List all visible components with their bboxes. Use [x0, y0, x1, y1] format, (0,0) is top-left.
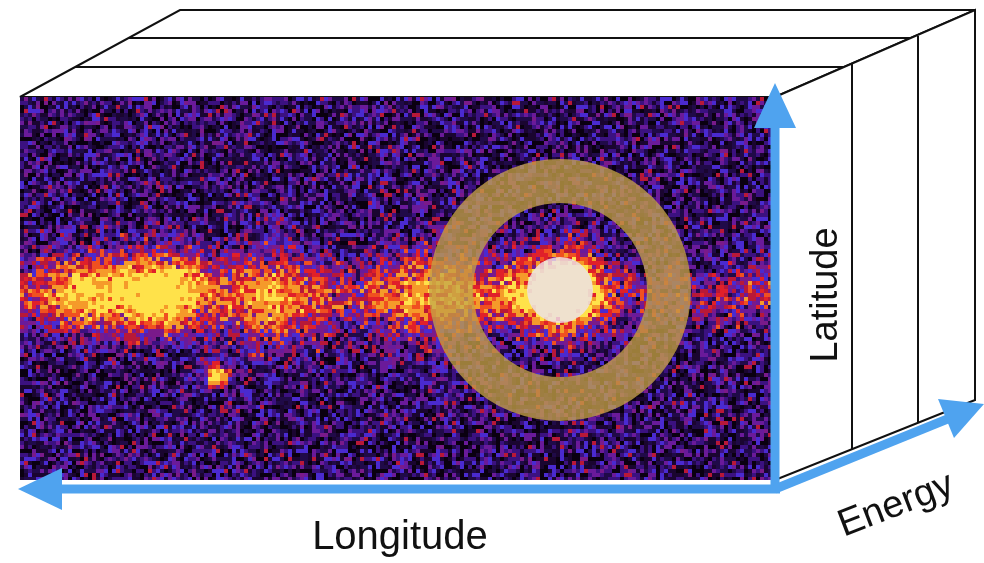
axis-label: Energy	[832, 464, 958, 543]
slice-edge	[75, 66, 852, 68]
latitude-axis	[771, 125, 780, 493]
background-annulus	[451, 181, 669, 399]
arrow-head	[938, 399, 984, 438]
axis-label: Longitude	[312, 515, 488, 555]
longitude-axis	[55, 485, 780, 494]
slice-edge	[851, 64, 853, 449]
slice-edge	[128, 37, 918, 39]
arrow-head	[18, 468, 62, 510]
source-region	[527, 257, 593, 323]
arrow-head	[754, 83, 796, 128]
axis-label: Latitude	[805, 227, 843, 362]
slice-edge	[917, 36, 919, 423]
